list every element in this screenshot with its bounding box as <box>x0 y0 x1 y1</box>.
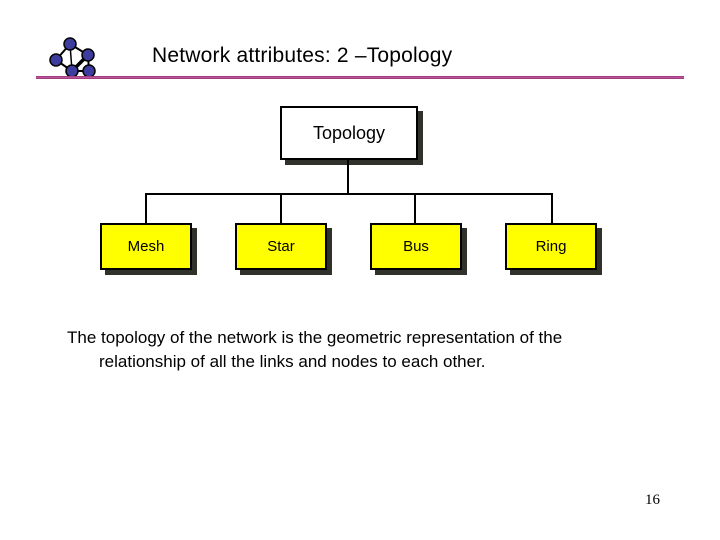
diagram-root-label: Topology <box>312 122 386 143</box>
diagram-box-mesh: Mesh <box>100 223 192 270</box>
connector-stub-ring <box>551 193 553 224</box>
diagram-label-star: Star <box>267 238 295 255</box>
diagram-label-ring: Ring <box>535 238 567 255</box>
diagram-root-box: Topology <box>280 106 418 160</box>
slide-title: Network attributes: 2 –Topology <box>152 44 453 67</box>
page-number: 16 <box>645 492 660 508</box>
network-graph-icon <box>49 37 96 78</box>
title-divider <box>36 76 684 79</box>
diagram-box-bus: Bus <box>370 223 462 270</box>
diagram-box-star: Star <box>235 223 327 270</box>
body-text: The topology of the network is the geome… <box>67 326 562 374</box>
diagram-label-mesh: Mesh <box>127 238 165 255</box>
connector-stub-mesh <box>145 193 147 224</box>
body-text-line-2: relationship of all the links and nodes … <box>99 352 486 371</box>
connector-root-drop <box>347 160 349 194</box>
connector-horizontal <box>145 193 553 195</box>
connector-stub-bus <box>414 193 416 224</box>
diagram-box-ring: Ring <box>505 223 597 270</box>
body-text-line-1: The topology of the network is the geome… <box>67 328 563 347</box>
diagram-label-bus: Bus <box>403 238 429 255</box>
connector-stub-star <box>280 193 282 224</box>
